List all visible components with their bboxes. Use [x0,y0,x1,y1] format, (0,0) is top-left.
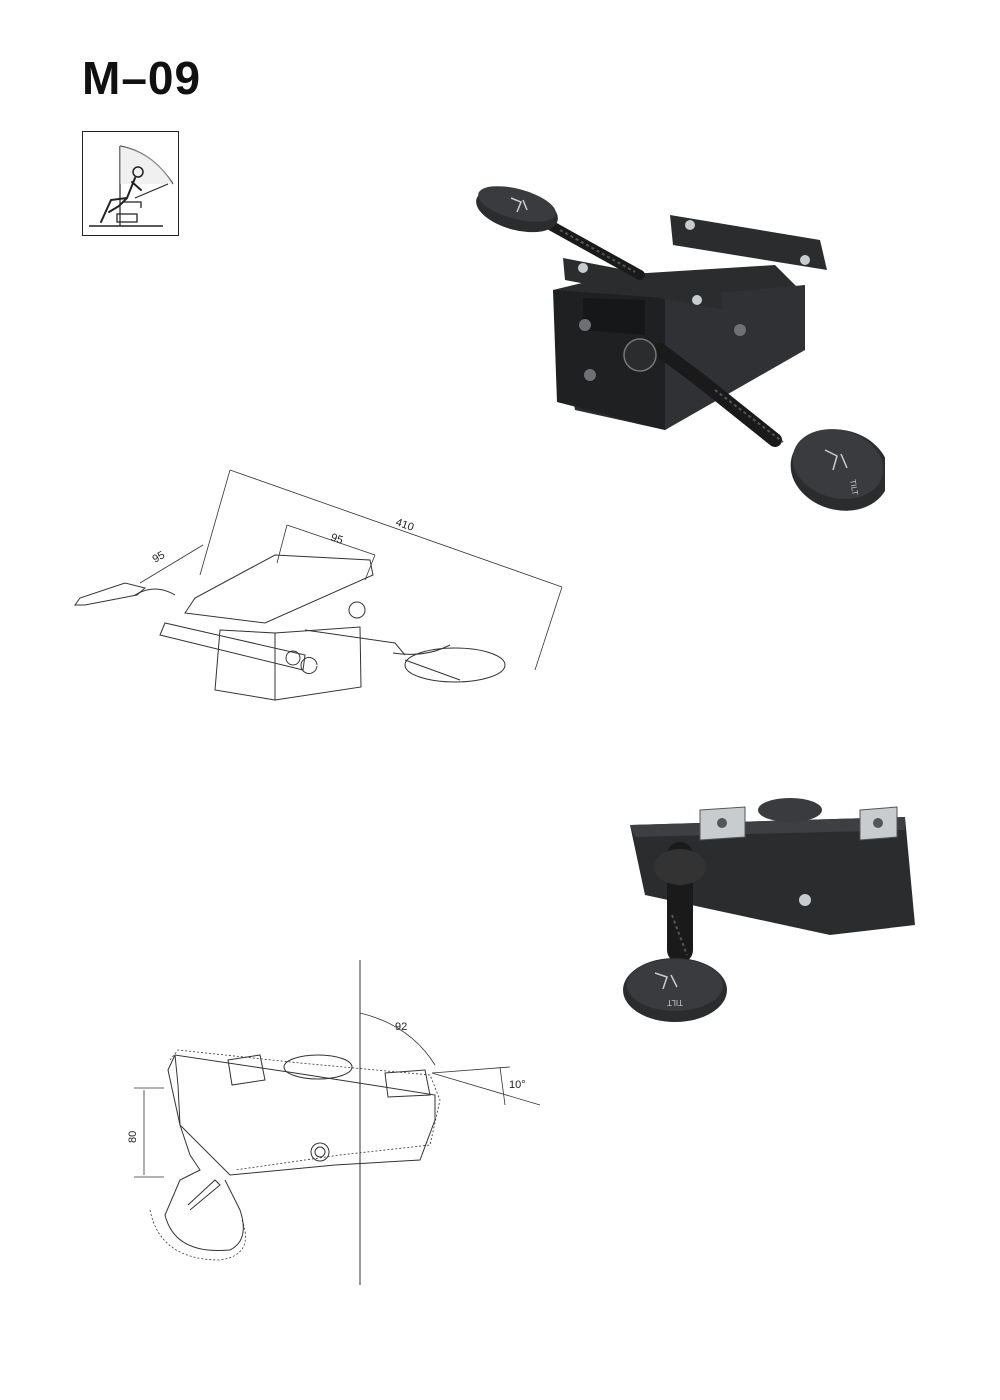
lever-knob-lower: TILT [790,429,885,511]
lever-rod-upper [545,220,645,280]
lever-label-side-photo: TILT [667,998,683,1007]
dim-plate-width: 95 [151,549,168,566]
mechanism-body [553,215,827,430]
mechanism-body-side [630,798,915,935]
dim-overall-length: 410 [394,516,415,533]
lever-rod-lower [623,338,784,447]
lever-knob-side: TILT [623,958,727,1022]
dimension-lines [139,469,563,671]
lever-label-top-photo: TILT [848,479,860,496]
dim-tilt: 10° [509,1079,526,1091]
top-dimension-drawing: 410 95 95 [74,469,563,701]
mechanism-photo-side: TILT [623,798,915,1022]
model-code-title: M–09 [82,52,202,104]
dim-height: 80 [127,1131,139,1143]
bottom-dimension-drawing: 92 10° 80 [127,960,541,1285]
angle-dimension-lines [134,1012,541,1178]
mechanism-photo-top: TILT [476,186,885,511]
lever-side [654,842,706,963]
dim-plate-spacing: 95 [329,531,344,546]
recline-tilt-icon [82,131,179,236]
dim-angle: 92 [395,1021,407,1033]
lever-knob-upper [476,186,558,233]
